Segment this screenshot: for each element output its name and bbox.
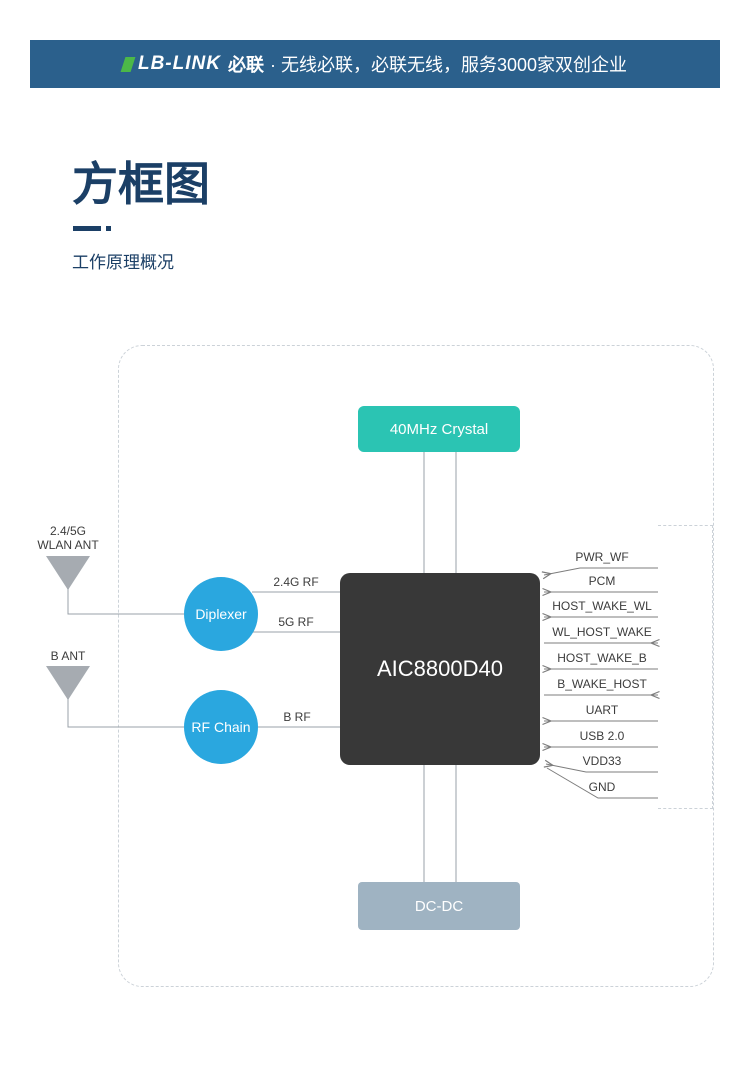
crystal-block: 40MHz Crystal (358, 406, 520, 452)
signal-label: PCM (588, 574, 616, 588)
wlan-ant-label-line1: 2.4/5G (49, 524, 87, 538)
title-underline-dot (106, 226, 111, 231)
title-underline-dash (73, 226, 101, 231)
signal-label: HOST_WAKE_B (557, 651, 647, 665)
signal-label: USB 2.0 (579, 729, 625, 743)
diplexer-node: Diplexer (184, 577, 258, 651)
page-subtitle: 工作原理概况 (72, 253, 174, 272)
banner-tagline: · 无线必联，必联无线，服务3000家双创企业 (269, 55, 628, 75)
diagram-panel (118, 345, 714, 987)
wlan-ant-label: 2.4/5G WLAN ANT (28, 524, 108, 552)
chip-block: AIC8800D40 (340, 573, 540, 765)
host-interface-bracket (658, 525, 713, 809)
rf-b-label: B RF (283, 710, 311, 724)
signal-label: HOST_WAKE_WL (552, 599, 652, 613)
lb-link-logo-icon (120, 56, 136, 72)
signal-label: B_WAKE_HOST (557, 677, 647, 691)
page-title: 方框图 (72, 158, 210, 210)
b-ant-label: B ANT (50, 649, 86, 663)
signal-label: GND (588, 780, 616, 794)
rf-chain-node: RF Chain (184, 690, 258, 764)
dcdc-block: DC-DC (358, 882, 520, 930)
rf-5g-label: 5G RF (278, 615, 314, 629)
wlan-ant-label-line2: WLAN ANT (37, 538, 99, 552)
brand-name-cn: 必联 (227, 55, 264, 75)
rf-24g-label: 2.4G RF (273, 575, 319, 589)
brand-name: LB-LINK (137, 53, 221, 74)
signal-label: PWR_WF (575, 550, 629, 564)
top-banner: LB-LINK 必联 · 无线必联，必联无线，服务3000家双创企业 (30, 40, 720, 88)
signal-label: VDD33 (582, 754, 622, 768)
signal-label: UART (585, 703, 619, 717)
signal-label: WL_HOST_WAKE (552, 625, 652, 639)
